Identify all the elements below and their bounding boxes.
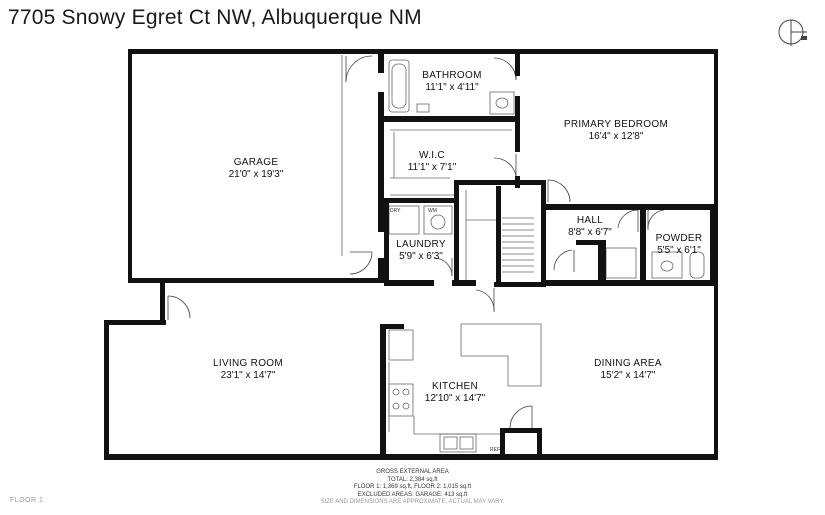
kitchen-sink-icon (439, 433, 477, 453)
room-name: GARAGE (233, 157, 279, 168)
kitchen-island (460, 323, 542, 387)
powder-toilet-icon (689, 251, 705, 279)
compass-icon (778, 19, 807, 46)
room-dining-area: DINING AREA 15'2" x 14'7" (580, 358, 676, 382)
room-hall: HALL 8'8" x 6'7" (556, 215, 624, 239)
room-name: LIVING ROOM (213, 358, 283, 369)
room-wic: W.I.C 11'1" x 7'1" (392, 150, 472, 174)
room-dimensions: 16'4" x 12'8" (588, 131, 644, 142)
stairs (465, 190, 534, 282)
room-laundry: LAUNDRY 5'9" x 6'3" (388, 239, 454, 263)
room-name: LAUNDRY (396, 239, 446, 250)
area-floors: FLOOR 1: 1,369 sq.ft, FLOOR 2: 1,015 sq.… (353, 484, 472, 490)
room-kitchen: KITCHEN 12'10" x 14'7" (412, 381, 498, 405)
room-powder: POWDER 5'5" x 6'1" (646, 233, 712, 257)
room-dimensions: 15'2" x 14'7" (600, 370, 656, 381)
washer-icon (423, 205, 453, 235)
room-dimensions: 8'8" x 6'7" (568, 227, 612, 238)
room-name: DINING AREA (594, 358, 662, 369)
sink-icon (489, 91, 515, 115)
doors (167, 55, 665, 429)
room-dimensions: 11'1" x 4'11" (425, 82, 479, 93)
walls (104, 49, 718, 460)
toilet-icon (416, 103, 430, 113)
room-dimensions: 5'5" x 6'1" (657, 245, 701, 256)
area-excluded: EXCLUDED AREAS: GARAGE: 413 sq.ft (357, 491, 468, 498)
room-dimensions: 23'1" x 14'7" (220, 370, 276, 381)
room-name: W.I.C (419, 150, 445, 161)
range-icon (388, 383, 414, 417)
room-bathroom: BATHROOM 11'1" x 4'11" (402, 70, 502, 94)
room-dimensions: 12'10" x 14'7" (424, 393, 486, 404)
room-name: PRIMARY BEDROOM (563, 119, 669, 130)
washer-label: WM (428, 208, 437, 214)
room-name: KITCHEN (432, 381, 478, 392)
room-dimensions: 11'1" x 7'1" (407, 162, 457, 173)
room-primary-bedroom: PRIMARY BEDROOM 16'4" x 12'8" (556, 119, 676, 143)
room-name: POWDER (655, 233, 703, 244)
powder-sink-icon (651, 251, 683, 279)
dryer-label: DRY (390, 208, 401, 214)
refrigerator-label: REF (490, 447, 500, 453)
room-garage: GARAGE 21'0" x 19'3" (196, 157, 316, 181)
area-heading: GROSS EXTERNAL AREA (376, 469, 449, 475)
room-dimensions: 21'0" x 19'3" (228, 169, 284, 180)
room-living-room: LIVING ROOM 23'1" x 14'7" (196, 358, 300, 382)
area-disclaimer: SIZE AND DIMENSIONS ARE APPROXIMATE, ACT… (320, 499, 505, 505)
room-name: HALL (576, 215, 604, 226)
fixtures (341, 55, 705, 453)
refrigerator-icon (388, 329, 414, 361)
room-dimensions: 5'9" x 6'3" (399, 251, 443, 262)
page-title: 7705 Snowy Egret Ct NW, Albuquerque NM (8, 6, 422, 29)
room-name: BATHROOM (422, 70, 482, 81)
area-total: TOTAL: 2,384 sq.ft (387, 476, 438, 483)
floor-label: FLOOR 1 (10, 497, 44, 504)
bathtub-icon (388, 59, 410, 113)
area-summary: GROSS EXTERNAL AREA TOTAL: 2,384 sq.ft F… (0, 469, 825, 507)
